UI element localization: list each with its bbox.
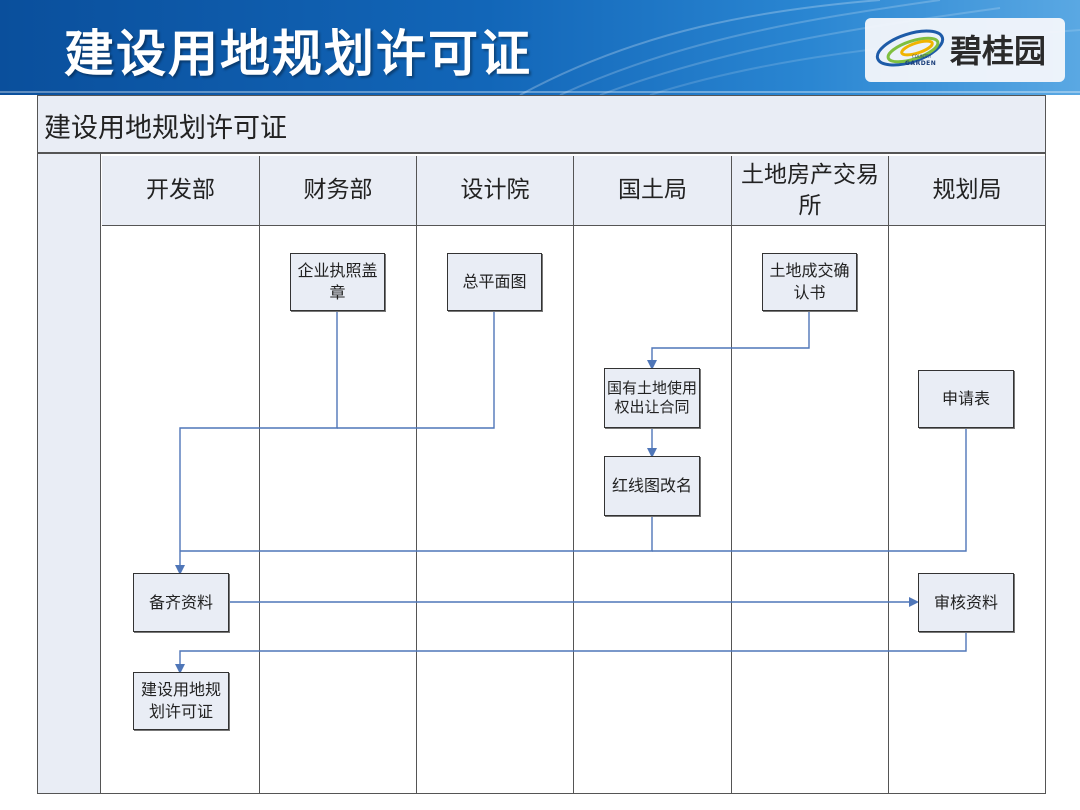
lane-header-land-bureau: 国土局 bbox=[574, 156, 732, 226]
page-title: 建设用地规划许可证 bbox=[64, 25, 532, 83]
lane-divider bbox=[573, 226, 574, 793]
node-redline-rename: 红线图改名 bbox=[604, 456, 700, 516]
node-master-plan: 总平面图 bbox=[447, 253, 542, 311]
lane-header-finance: 财务部 bbox=[260, 156, 417, 226]
swimlane-flowchart: 建设用地规划许可证 开发部 财务部 设计院 国土局 土地房产交易所 规划局 bbox=[37, 95, 1046, 794]
node-prepare-docs: 备齐资料 bbox=[133, 573, 229, 632]
node-land-deal-cert: 土地成交确认书 bbox=[762, 253, 857, 311]
lane-divider bbox=[731, 226, 732, 793]
banner-decoration bbox=[0, 0, 1080, 95]
logo-wordmark: 碧桂园 bbox=[950, 32, 1047, 70]
lane-divider bbox=[888, 226, 889, 793]
node-land-use-contract: 国有土地使用权出让合同 bbox=[604, 368, 700, 428]
node-review-docs: 审核资料 bbox=[918, 573, 1014, 632]
lane-divider bbox=[259, 226, 260, 793]
node-application-form: 申请表 bbox=[918, 370, 1014, 428]
node-license-stamp: 企业执照盖章 bbox=[290, 253, 385, 311]
lane-divider bbox=[416, 226, 417, 793]
lane-header-development: 开发部 bbox=[102, 156, 260, 226]
flowchart-title: 建设用地规划许可证 bbox=[44, 113, 287, 144]
side-strip bbox=[38, 154, 101, 793]
lane-header-design-institute: 设计院 bbox=[417, 156, 574, 226]
lane-header-planning-bureau: 规划局 bbox=[889, 156, 1045, 226]
logo-sub-small-text: COUNTRY bbox=[912, 54, 932, 59]
node-planning-permit: 建设用地规划许可证 bbox=[133, 672, 229, 730]
flowchart-title-bar: 建设用地规划许可证 bbox=[38, 96, 1045, 154]
logo-sub-text: GARDEN bbox=[905, 60, 937, 67]
lane-header-land-exchange: 土地房产交易所 bbox=[732, 156, 889, 226]
country-garden-logo-icon bbox=[865, 18, 1065, 82]
